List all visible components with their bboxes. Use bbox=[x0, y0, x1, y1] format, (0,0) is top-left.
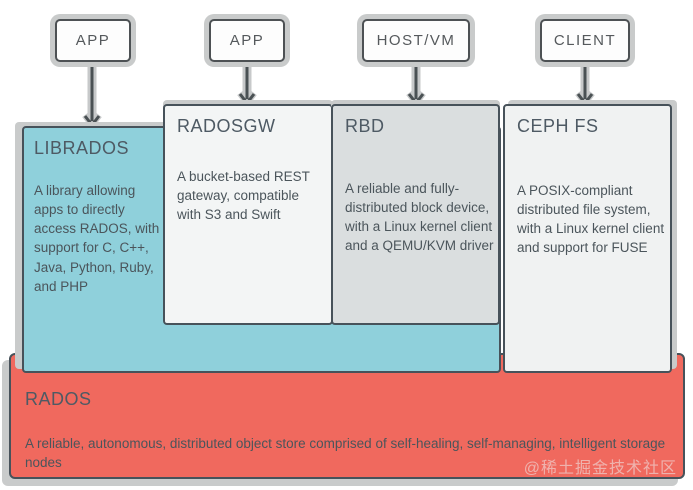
node-host-vm-label: HOST/VM bbox=[376, 32, 456, 49]
panel-rados-description: A reliable, autonomous, distributed obje… bbox=[25, 436, 666, 471]
panel-radosgw-description: A bucket-based REST gateway, compatible … bbox=[177, 169, 310, 223]
node-app-2-label: APP bbox=[229, 32, 265, 49]
node-client: CLIENT bbox=[540, 19, 630, 62]
panel-rbd: RBD A reliable and fully-distributed blo… bbox=[331, 104, 500, 325]
node-app-1: APP bbox=[55, 19, 131, 62]
node-app-1-label: APP bbox=[75, 32, 111, 49]
arrow-app-to-librados-icon bbox=[82, 62, 102, 128]
panel-cephfs-title: CEPH FS bbox=[517, 116, 599, 136]
panel-rados-title: RADOS bbox=[25, 389, 92, 409]
panel-rados: RADOS A reliable, autonomous, distribute… bbox=[9, 353, 685, 479]
panel-librados-title: LIBRADOS bbox=[34, 138, 130, 158]
arrow-app-to-radosgw-icon bbox=[237, 62, 257, 106]
panel-cephfs: CEPH FS A POSIX-compliant distributed fi… bbox=[503, 104, 672, 373]
panel-cephfs-description: A POSIX-compliant distributed file syste… bbox=[517, 183, 665, 256]
arrow-hostvm-to-rbd-icon bbox=[406, 62, 426, 106]
panel-rbd-description: A reliable and fully-distributed block d… bbox=[345, 181, 494, 254]
panel-rbd-title: RBD bbox=[345, 116, 385, 136]
panel-librados-description: A library allowing apps to directly acce… bbox=[34, 183, 160, 294]
watermark-text: @稀土掘金技术社区 bbox=[523, 460, 677, 477]
panel-radosgw-title: RADOSGW bbox=[177, 116, 276, 136]
node-host-vm: HOST/VM bbox=[362, 19, 470, 62]
panel-radosgw: RADOSGW A bucket-based REST gateway, com… bbox=[163, 104, 333, 325]
arrow-client-to-cephfs-icon bbox=[575, 62, 595, 106]
node-app-2: APP bbox=[209, 19, 285, 62]
node-client-label: CLIENT bbox=[553, 32, 617, 49]
